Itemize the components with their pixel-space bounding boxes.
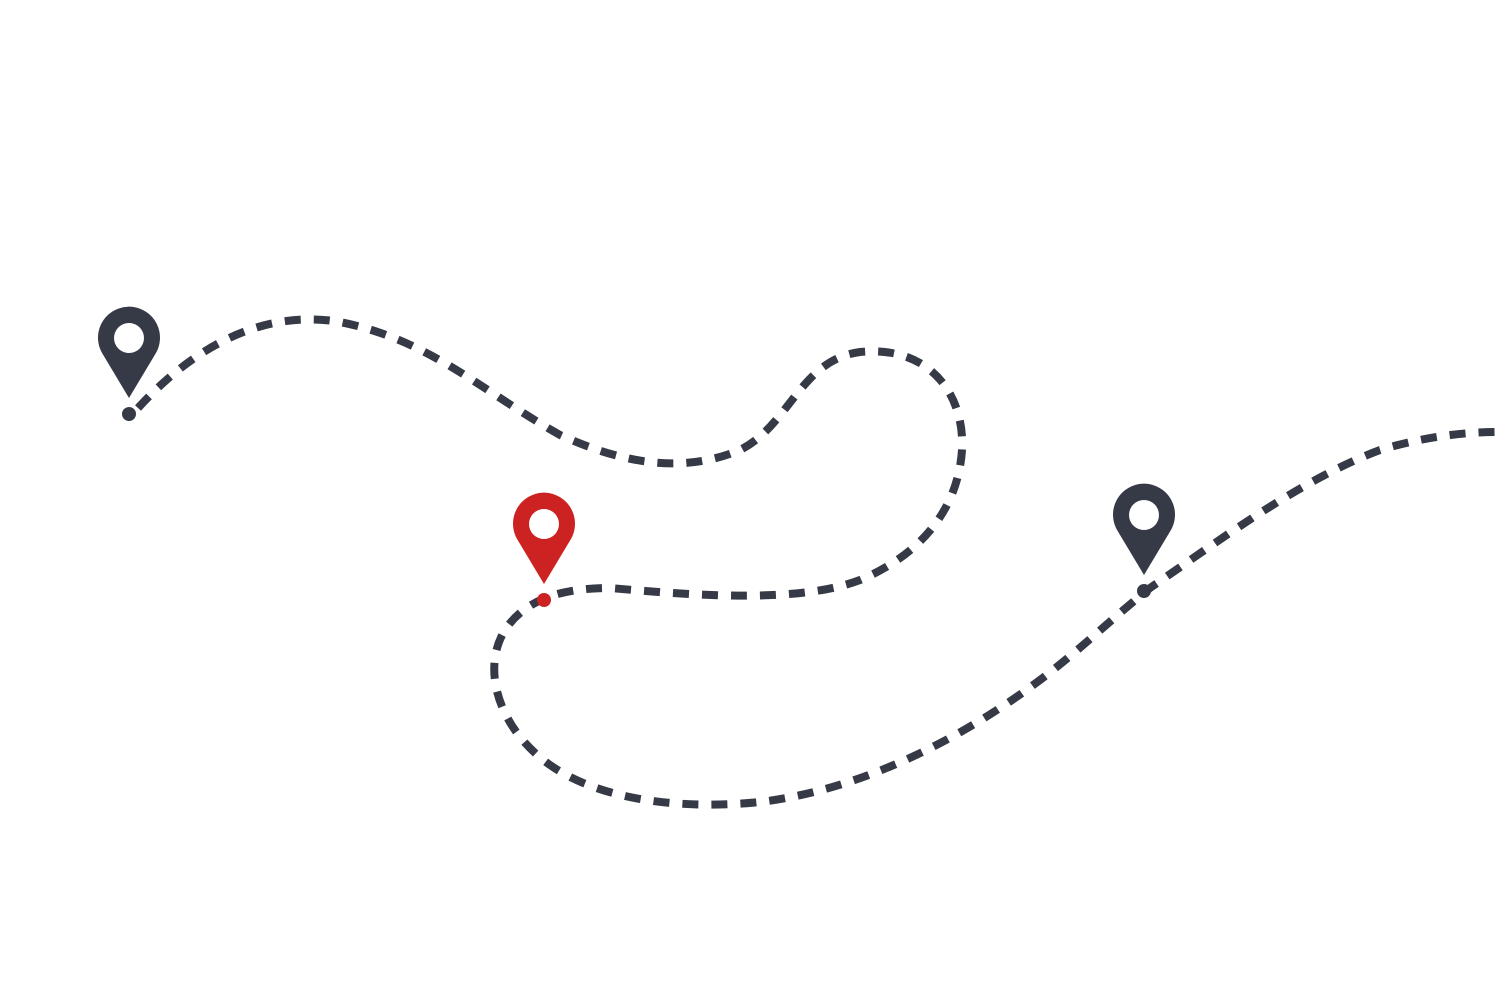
pin-start[interactable] [98,306,160,421]
pin-hole [1129,500,1159,530]
pin-hole [114,323,144,353]
pin-location-dot [537,593,551,607]
pin-current[interactable] [512,492,575,607]
pin-location-dot [122,407,136,421]
map-pins [98,306,1175,607]
pin-waypoint[interactable] [1113,483,1175,598]
pin-location-dot [1137,584,1151,598]
dashed-route-path [135,315,1500,809]
pin-hole [529,509,559,539]
